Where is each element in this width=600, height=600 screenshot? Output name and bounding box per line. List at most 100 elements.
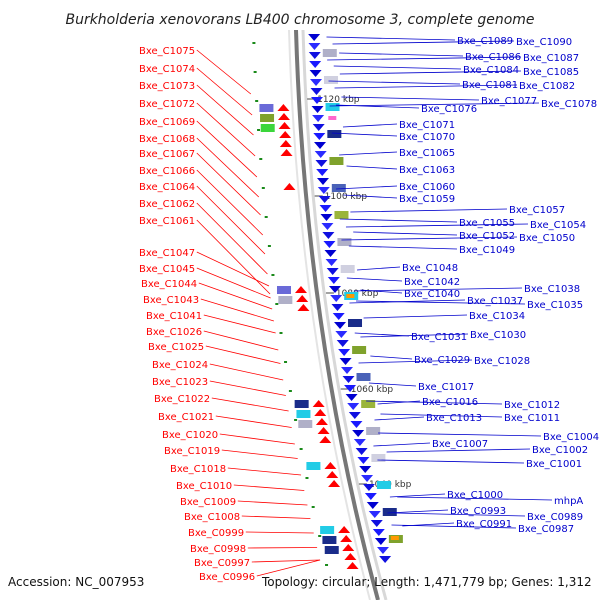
gene-label: Bxe_C1010: [176, 481, 232, 492]
gene-label: Bxe_C1048: [402, 263, 458, 274]
tick-label: 1120 kbp: [317, 95, 360, 105]
reverse-gene-arrow: [340, 535, 353, 542]
gene-leader-line: [377, 459, 525, 464]
forward-gene-arrow: [315, 160, 328, 167]
gene-leader-line: [363, 314, 468, 319]
gene-label: Bxe_C1055: [459, 218, 515, 229]
forward-gene-arrow: [313, 133, 326, 140]
reverse-gene-arrow: [277, 104, 290, 111]
forward-gene-arrow: [376, 547, 389, 554]
gene-label: Bxe_C0991: [456, 519, 512, 530]
forward-gene-arrow: [308, 43, 321, 50]
rna-marker: [275, 303, 279, 305]
gene-block: [278, 296, 293, 304]
gene-label: Bxe_C0989: [527, 512, 583, 523]
gene-leader-line: [327, 56, 522, 61]
gene-label: Bxe_C0987: [518, 524, 574, 535]
forward-gene-arrow: [338, 349, 351, 356]
gene-leader-line: [341, 96, 480, 101]
forward-gene-arrow: [326, 268, 339, 275]
gene-label: Bxe_C1011: [504, 413, 560, 424]
gene-label: Bxe_C1012: [504, 400, 560, 411]
forward-gene-arrow: [370, 520, 383, 527]
genome-backbone: [294, 29, 380, 600]
rna-marker: [311, 506, 315, 508]
forward-gene-arrow: [330, 295, 343, 302]
reverse-gene-arrow: [279, 140, 292, 147]
gene-label: Bxe_C1008: [184, 512, 240, 523]
rna-marker: [261, 187, 265, 189]
gene-marker: [346, 294, 355, 298]
gene-label: Bxe_C1047: [139, 248, 195, 259]
forward-gene-arrow: [342, 376, 355, 383]
gene-block: [306, 462, 321, 470]
gene-block: [331, 184, 346, 192]
gene-leader-line: [366, 400, 503, 405]
gene-label: Bxe_C1001: [526, 459, 582, 470]
forward-gene-arrow: [324, 250, 337, 257]
forward-gene-arrow: [339, 358, 352, 365]
forward-strand-features: [308, 34, 403, 563]
gene-leader-line: [373, 442, 431, 447]
gene-label: Bxe_C1073: [139, 81, 195, 92]
gene-leader-line: [196, 219, 271, 295]
forward-gene-arrow: [314, 151, 327, 158]
gene-leader-line: [349, 299, 466, 304]
gene-leader-line: [209, 363, 284, 381]
gene-label: Bxe_C1067: [139, 149, 195, 160]
gene-leader-line: [339, 218, 458, 223]
reverse-gene-arrow: [279, 131, 292, 138]
gene-label: Bxe_C0999: [188, 528, 244, 539]
gene-leader-line: [345, 223, 529, 228]
gene-leader-line: [196, 267, 271, 299]
tick-label: 1100 kbp: [325, 192, 368, 202]
rna-marker: [284, 361, 288, 363]
rna-marker: [318, 535, 322, 537]
gene-leader-line: [215, 415, 292, 428]
forward-gene-arrow: [379, 556, 392, 563]
gene-label: Bxe_C1060: [399, 182, 455, 193]
rna-marker: [257, 129, 261, 131]
rna-marker: [325, 564, 329, 566]
forward-gene-arrow: [316, 178, 329, 185]
map-title: Burkholderia xenovorans LB400 chromosome…: [65, 12, 534, 28]
reverse-gene-arrow: [317, 427, 330, 434]
gene-label: Bxe_C1087: [523, 53, 579, 64]
gene-label: Bxe_C1017: [418, 382, 474, 393]
gene-leader-line: [391, 524, 517, 529]
gene-block: [327, 130, 342, 138]
gene-label: Bxe_C0998: [190, 544, 246, 555]
gene-label: Bxe_C1028: [474, 356, 530, 367]
gene-leader-line: [196, 185, 266, 255]
gene-label: Bxe_C1069: [139, 117, 195, 128]
gene-block: [348, 319, 363, 327]
gene-leader-line: [200, 298, 274, 322]
forward-gene-arrow: [308, 34, 321, 41]
forward-gene-arrow: [350, 421, 363, 428]
gene-block: [260, 124, 275, 132]
gene-leader-line: [331, 132, 398, 137]
gene-leader-line: [355, 300, 526, 305]
gene-block: [325, 103, 340, 111]
left-gene-labels: Bxe_C1075Bxe_C1074Bxe_C1073Bxe_C1072Bxe_…: [139, 46, 321, 583]
gene-label: Bxe_C1037: [467, 296, 523, 307]
forward-gene-arrow: [332, 313, 345, 320]
gene-leader-line: [211, 397, 289, 412]
forward-gene-arrow: [344, 385, 357, 392]
gene-leader-line: [389, 493, 446, 498]
reverse-gene-arrow: [296, 295, 309, 302]
rna-marker: [253, 71, 257, 73]
gene-label: Bxe_C1043: [143, 295, 199, 306]
gene-leader-line: [329, 102, 540, 107]
gene-label: Bxe_C1013: [426, 413, 482, 424]
gene-leader-line: [196, 251, 270, 287]
gene-block: [322, 536, 337, 544]
forward-gene-arrow: [353, 439, 366, 446]
gene-label: Bxe_C0993: [450, 506, 506, 517]
gene-label: Bxe_C1035: [527, 300, 583, 311]
gene-label: Bxe_C1085: [523, 67, 579, 78]
forward-gene-arrow: [323, 241, 336, 248]
gene-leader-line: [339, 70, 522, 75]
gene-label: Bxe_C1007: [432, 439, 488, 450]
gene-marker: [390, 536, 399, 540]
